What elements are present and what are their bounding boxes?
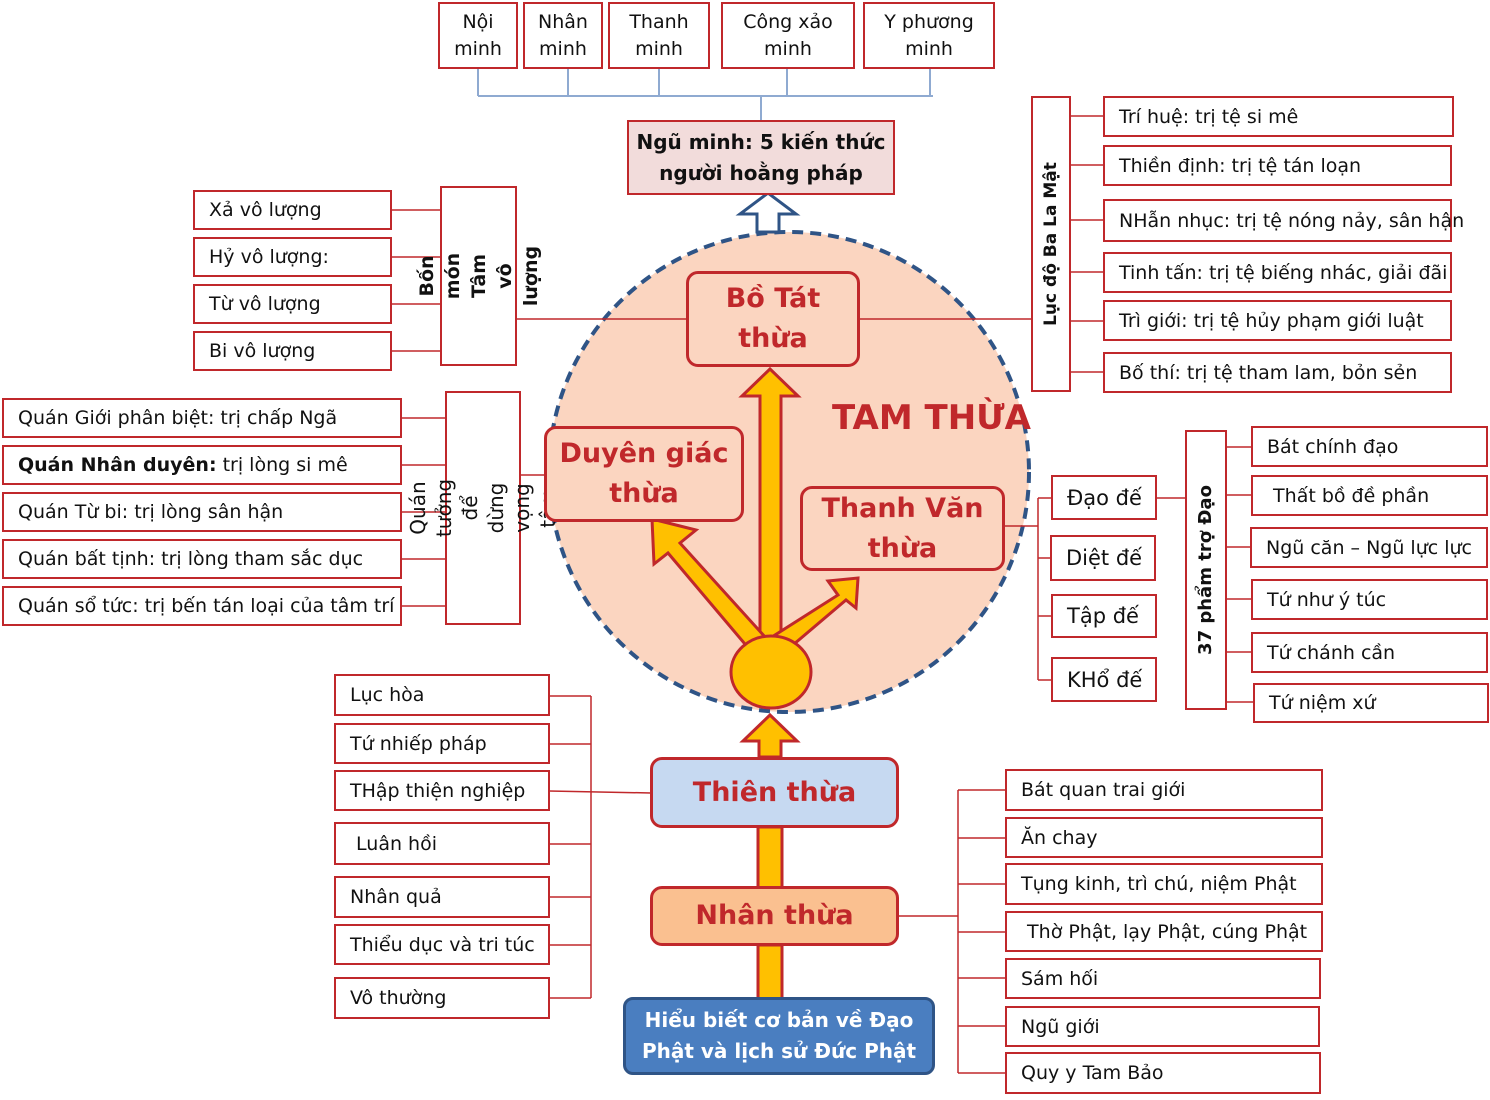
nhan-item: Tụng kinh, trì chú, niệm Phật: [1005, 863, 1323, 905]
nhan-item: Ngũ giới: [1005, 1006, 1320, 1047]
quan-tuong-text: Quán Giới phân biệt: trị chấp Ngã: [18, 407, 338, 429]
arrow-to-circle: [739, 712, 801, 759]
bon-mon-title: Bốn món Tâm vô lượng: [415, 245, 542, 307]
quan-tuong-text: Quán Từ bi: trị lòng sân hận: [18, 501, 284, 523]
nhan-item: Bát quan trai giới: [1005, 769, 1323, 811]
luc-do-item: Trí huệ: trị tệ si mê: [1103, 96, 1454, 137]
luc-do-item: Thiền định: trị tệ tán loạn: [1103, 145, 1452, 186]
center-sun: [729, 634, 813, 710]
thien-item: Nhân quả: [334, 876, 550, 918]
quan-tuong-text: Quán sổ tức: trị bến tán loại của tâm tr…: [18, 595, 395, 617]
arrow-mid-shaft: [756, 825, 784, 890]
luc-do-title-box: Lục độ Ba La Mật: [1031, 96, 1071, 392]
luc-do-item: NHẫn nhục: trị tệ nóng nảy, sân hận: [1103, 199, 1464, 242]
nhan-item: Ăn chay: [1005, 817, 1323, 858]
luc-do-item: Trì giới: trị tệ hủy phạm giới luật: [1103, 300, 1452, 341]
bo-tat-thua: Bồ Tát thừa: [686, 271, 860, 367]
tro-dao-title: 37 phẩm trợ Đạo: [1195, 485, 1216, 655]
thien-item: THập thiện nghiệp: [334, 770, 550, 811]
arrow-duyen-giac: [650, 517, 769, 653]
thanh-van-thua: Thanh Văn thừa: [800, 486, 1005, 571]
luc-do-title: Lục độ Ba La Mật: [1041, 162, 1061, 326]
ngu-minh-title: Ngũ minh: 5 kiến thức người hoằng pháp: [627, 120, 895, 195]
quan-tuong-item: Quán sổ tức: trị bến tán loại của tâm tr…: [2, 586, 402, 626]
quan-tuong-title: Quán tưởng để dừng vọng tâm: [406, 478, 560, 538]
duyen-giac-thua: Duyên giác thừa: [544, 426, 744, 522]
arrow-bo-tat: [738, 366, 802, 642]
ngu-minh-bracket: [477, 68, 933, 120]
thien-item: Tứ nhiếp pháp: [334, 723, 550, 764]
nhan-thua: Nhân thừa: [650, 886, 899, 946]
ngu-minh-item: Công xảo minh: [721, 2, 855, 69]
tam-thua-circle: [547, 230, 1031, 714]
arrow-base-shaft: [756, 943, 784, 1002]
arrow-thanh-van: [772, 576, 860, 653]
tro-dao-item: Thất bồ đề phần: [1251, 475, 1488, 516]
thien-item: Luân hồi: [334, 822, 550, 865]
nhan-item: Sám hối: [1005, 958, 1321, 999]
base-knowledge: Hiểu biết cơ bản về Đạo Phật và lịch sử …: [623, 997, 935, 1075]
bon-mon-item: Xả vô lượng: [193, 190, 392, 230]
tu-de-item: KHổ đế: [1051, 657, 1157, 702]
bon-mon-item: Hỷ vô lượng:: [193, 237, 392, 277]
bon-mon-item: Từ vô lượng: [193, 284, 392, 324]
tro-dao-item: Tứ niệm xứ: [1253, 683, 1489, 723]
thien-thua: Thiên thừa: [650, 757, 899, 828]
quan-tuong-item: Quán Từ bi: trị lòng sân hận: [2, 492, 402, 532]
bon-mon-title-box: Bốn món Tâm vô lượng: [416, 186, 542, 366]
quan-tuong-item: Quán bất tịnh: trị lòng tham sắc dục: [2, 539, 402, 579]
nhan-item: Thờ Phật, lạy Phật, cúng Phật: [1005, 911, 1323, 952]
thien-item: Thiểu dục và tri túc: [334, 924, 550, 965]
ngu-minh-item: Nội minh: [438, 2, 518, 69]
quan-tuong-text: trị lòng si mê: [216, 454, 348, 476]
tro-dao-item: Tứ chánh cần: [1251, 632, 1488, 673]
quan-tuong-item: Quán Nhân duyên: trị lòng si mê: [2, 445, 402, 485]
ngu-minh-item: Nhân minh: [523, 2, 603, 69]
luc-do-item: Bố thí: trị tệ tham lam, bỏn sẻn: [1103, 352, 1452, 393]
tu-de-item: Đạo đế: [1051, 475, 1157, 520]
thien-item: Vô thường: [334, 977, 550, 1019]
ngu-minh-item: Thanh minh: [608, 2, 710, 69]
tro-dao-item: Bát chính đạo: [1251, 426, 1488, 467]
luc-do-item: Tinh tấn: trị tệ biếng nhác, giải đãi: [1103, 252, 1452, 293]
bon-mon-item: Bi vô lượng: [193, 331, 392, 371]
tro-dao-item: Ngũ căn – Ngũ lực lực: [1250, 527, 1488, 568]
thien-item: Lục hòa: [334, 674, 550, 716]
tro-dao-title-box: 37 phẩm trợ Đạo: [1185, 430, 1227, 710]
tro-dao-item: Tứ như ý túc: [1251, 579, 1488, 620]
quan-tuong-text: Quán bất tịnh: trị lòng tham sắc dục: [18, 548, 364, 570]
quan-tuong-title-box: Quán tưởng để dừng vọng tâm: [406, 391, 560, 625]
up-arrow-outline: [735, 191, 801, 234]
nhan-item: Quy y Tam Bảo: [1005, 1052, 1321, 1094]
ngu-minh-item: Y phương minh: [863, 2, 995, 69]
quan-tuong-item: Quán Giới phân biệt: trị chấp Ngã: [2, 398, 402, 438]
quan-tuong-bold: Quán Nhân duyên:: [18, 454, 217, 476]
tu-de-item: Diệt đế: [1050, 535, 1156, 581]
tu-de-item: Tập đế: [1051, 594, 1157, 638]
tam-thua-title: TAM THỪA: [832, 398, 1031, 438]
